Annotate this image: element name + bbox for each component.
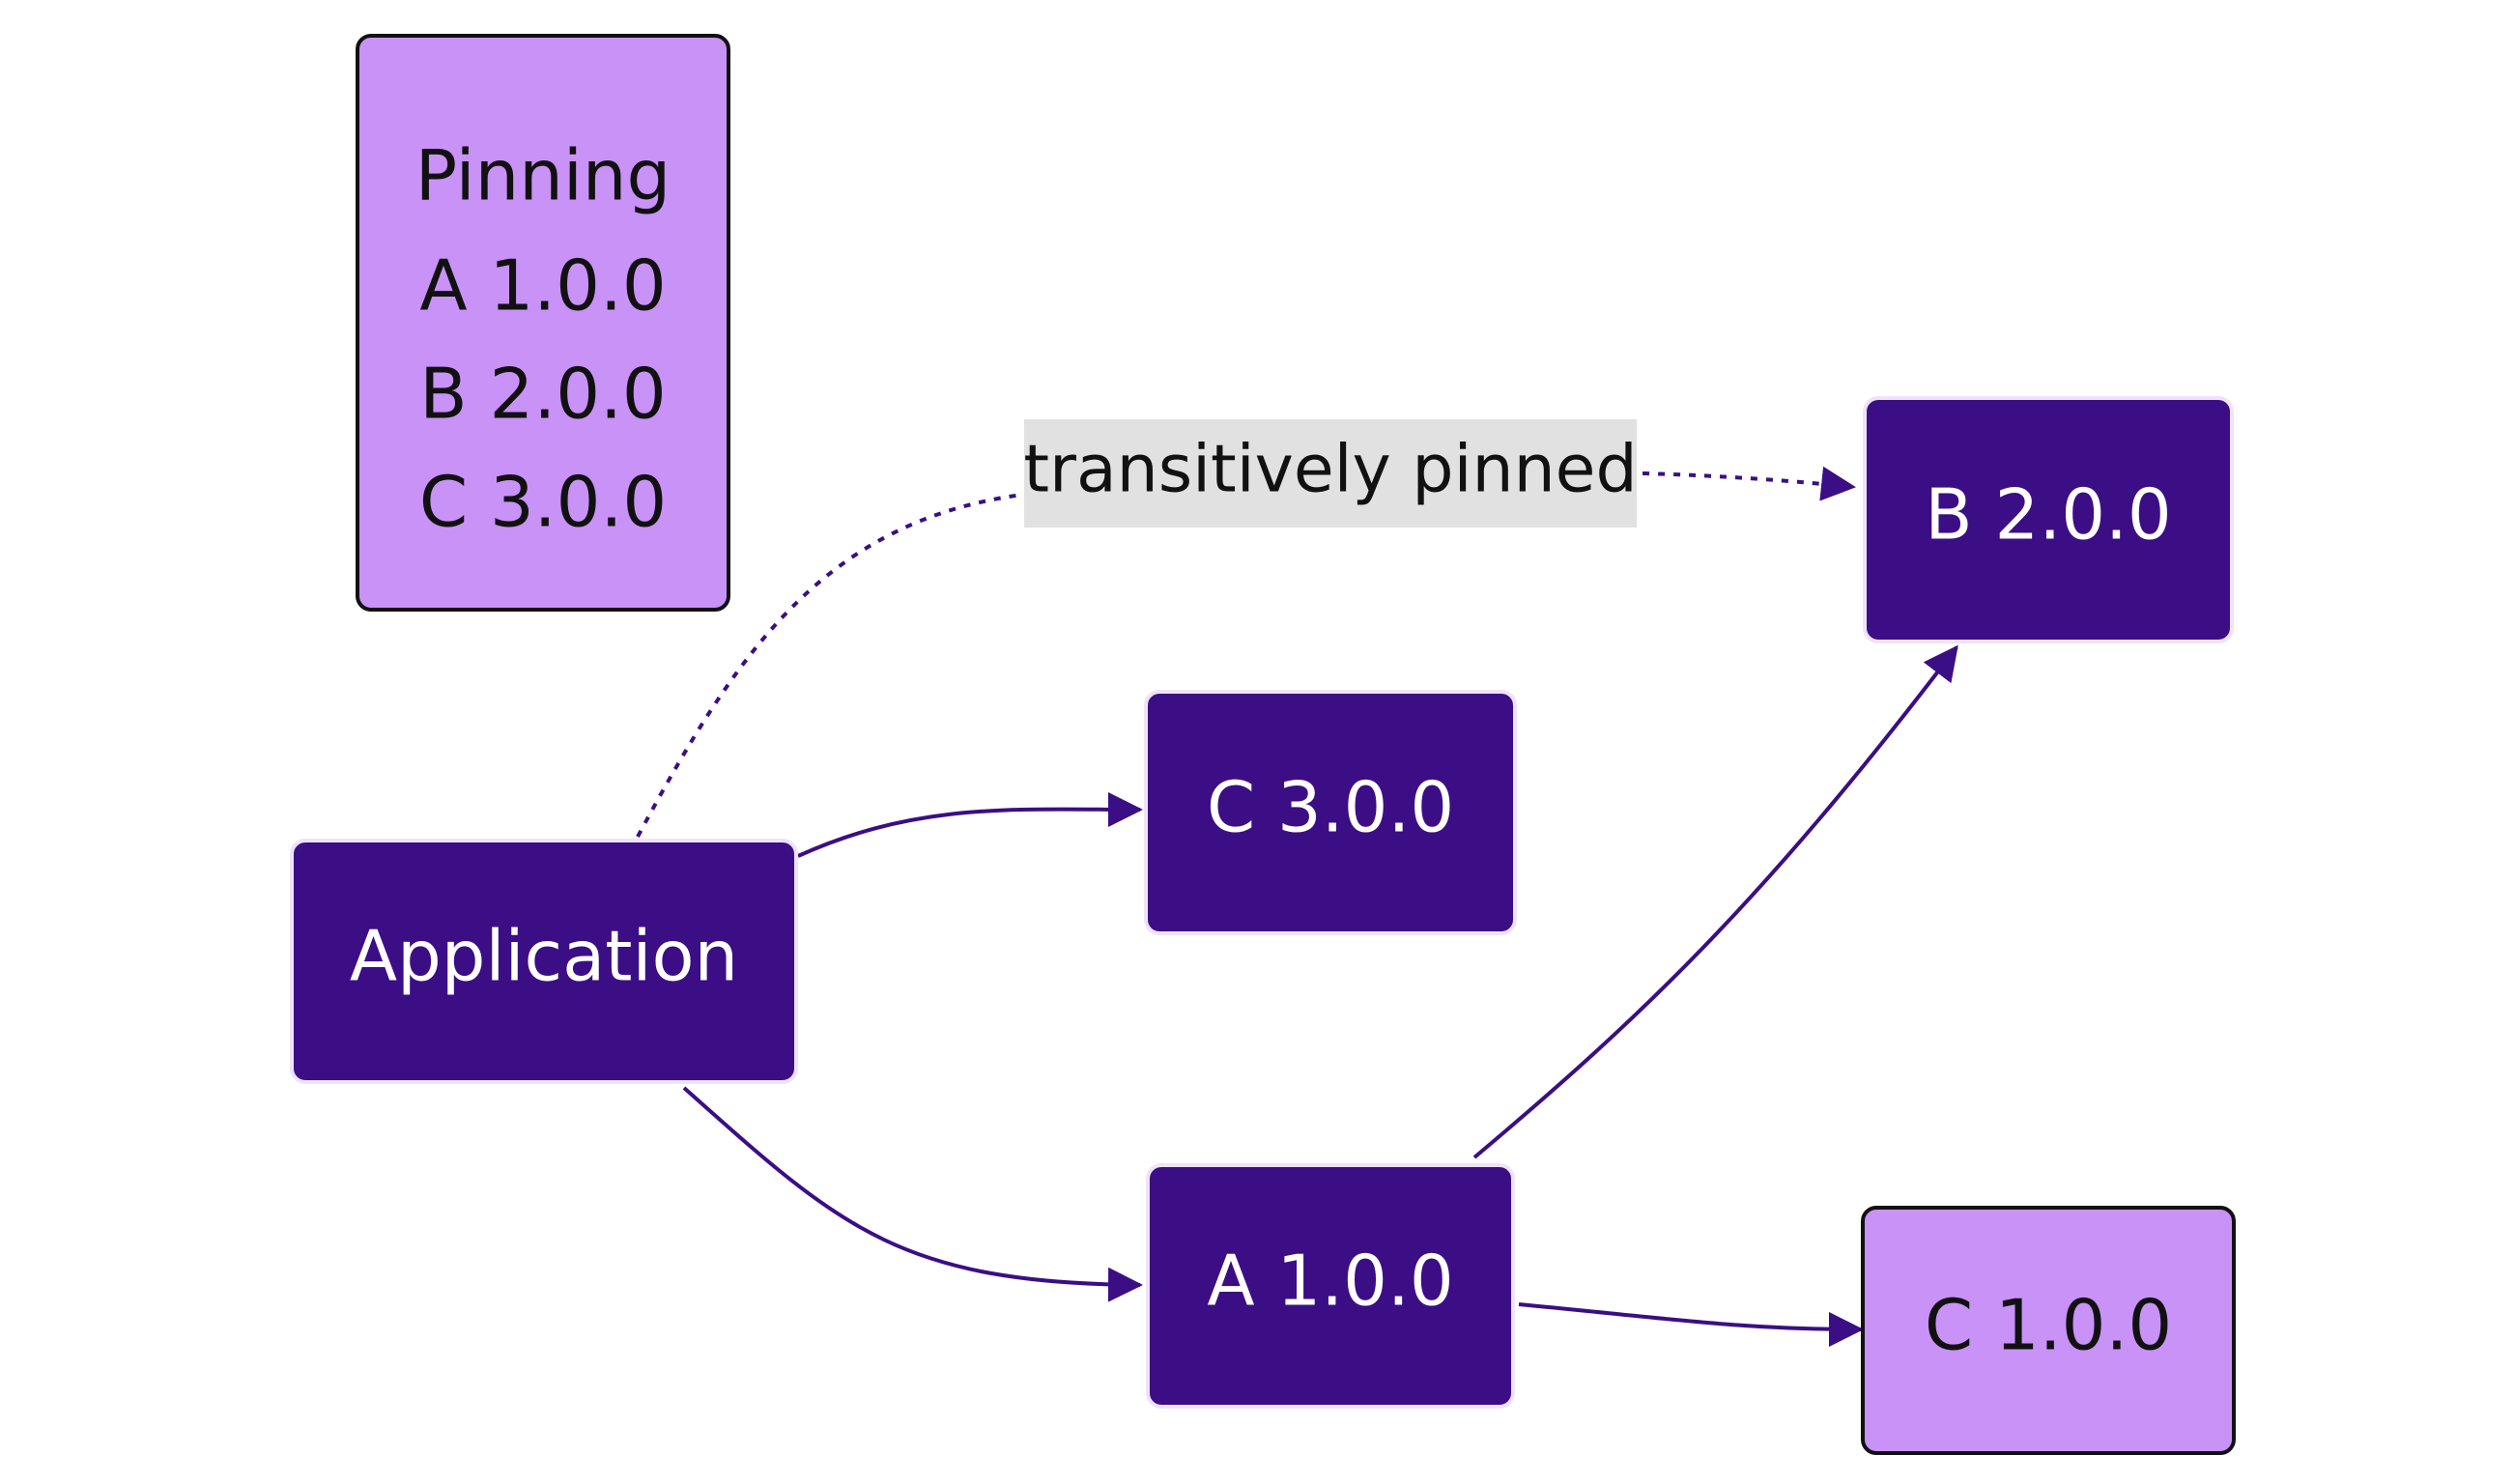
pinning-title: Pinning (415, 135, 671, 216)
node-a100-label: A 1.0.0 (1207, 1241, 1453, 1322)
edge-transitive-label-to-b200 (1642, 466, 1856, 501)
node-b200[interactable]: B 2.0.0 (1863, 396, 2234, 643)
pinning-box: Pinning A 1.0.0 B 2.0.0 C 3.0.0 (356, 34, 730, 612)
pinning-line-c: C 3.0.0 (419, 462, 667, 543)
node-c100[interactable]: C 1.0.0 (1861, 1206, 2236, 1455)
edge-a100-to-c100 (1518, 1302, 1864, 1347)
node-c100-label: C 1.0.0 (1925, 1285, 2172, 1366)
node-c300-label: C 3.0.0 (1207, 767, 1454, 848)
edge-label-text: transitively pinned (1023, 432, 1637, 508)
pinning-line-a: A 1.0.0 (419, 245, 666, 327)
edge-label-transitively-pinned: transitively pinned (1023, 419, 1638, 528)
node-application-label: Application (350, 916, 738, 997)
edge-application-to-b200-transitive (636, 493, 1023, 838)
edge-application-to-a100 (682, 1086, 1143, 1302)
pinning-line-b: B 2.0.0 (419, 354, 666, 435)
edge-a100-to-b200 (1472, 644, 1958, 1159)
node-c300[interactable]: C 3.0.0 (1144, 690, 1517, 935)
node-a100[interactable]: A 1.0.0 (1146, 1163, 1515, 1409)
edge-application-to-c300 (797, 791, 1143, 858)
node-application[interactable]: Application (290, 839, 798, 1084)
node-b200-label: B 2.0.0 (1925, 474, 2171, 556)
